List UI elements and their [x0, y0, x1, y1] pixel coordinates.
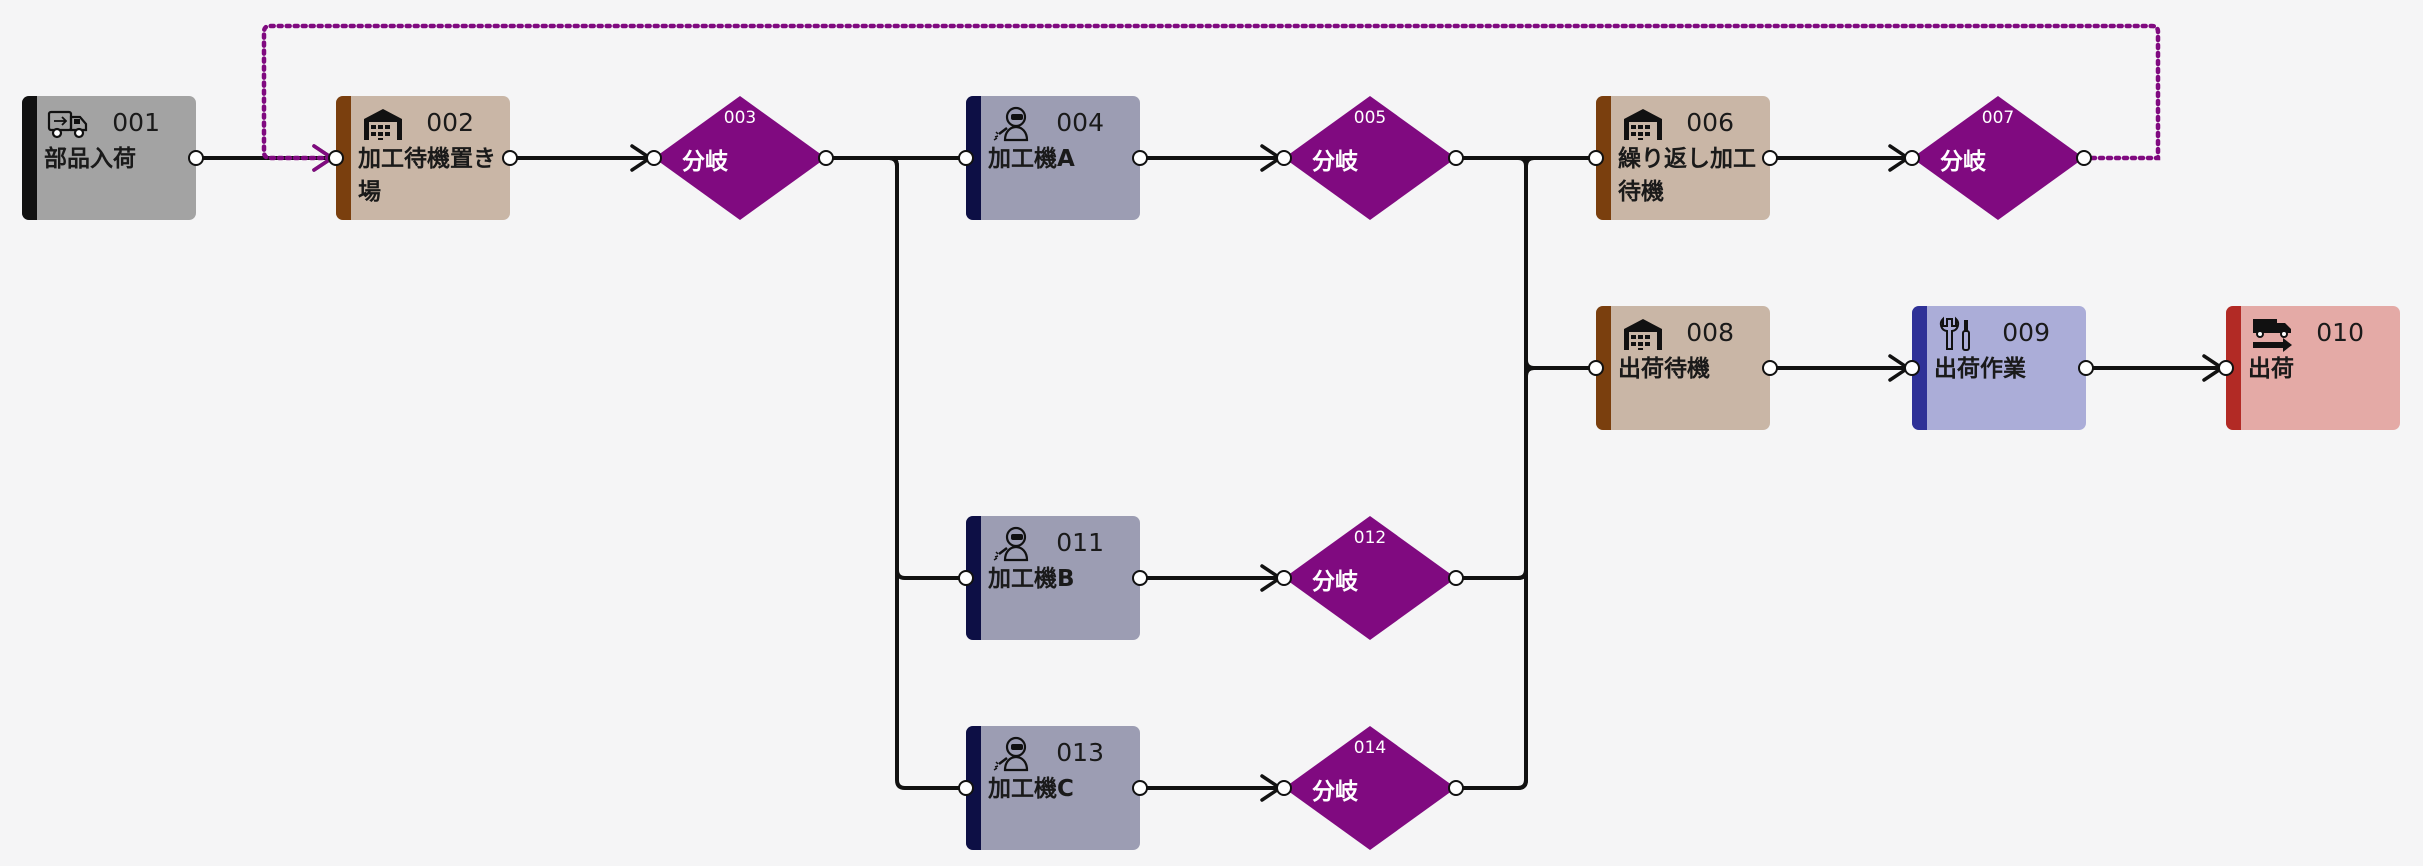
diamond-shape — [1284, 516, 1456, 640]
input-port-010[interactable] — [2218, 360, 2234, 376]
diamond-shape — [1912, 96, 2084, 220]
input-port-002[interactable] — [328, 150, 344, 166]
node-label: 加工待機置き場 — [358, 146, 496, 205]
node-label: 加工機C — [988, 776, 1074, 802]
node-number: 014 — [1353, 738, 1387, 758]
node-number: 004 — [1056, 108, 1104, 137]
node-number: 006 — [1686, 108, 1734, 137]
node-number: 002 — [426, 108, 474, 137]
input-port-006[interactable] — [1588, 150, 1604, 166]
input-port-009[interactable] — [1904, 360, 1920, 376]
input-port-008[interactable] — [1588, 360, 1604, 376]
output-port-005[interactable] — [1448, 150, 1464, 166]
output-port-002[interactable] — [502, 150, 518, 166]
input-port-005[interactable] — [1276, 150, 1292, 166]
output-port-012[interactable] — [1448, 570, 1464, 586]
node-number: 013 — [1056, 738, 1104, 767]
welder-icon — [991, 526, 1035, 562]
diamond-shape — [654, 96, 826, 220]
branch-node-007[interactable]: 007 分岐 — [1912, 96, 2084, 220]
process-node-001[interactable]: 001 部品入荷 — [22, 96, 196, 220]
branch-node-003[interactable]: 003 分岐 — [654, 96, 826, 220]
process-node-004[interactable]: 004 加工機A — [966, 96, 1140, 220]
node-label: 出荷 — [2248, 356, 2294, 382]
node-label: 出荷待機 — [1618, 356, 1710, 382]
node-label: 分岐 — [1312, 779, 1358, 805]
input-port-004[interactable] — [958, 150, 974, 166]
node-label: 分岐 — [1940, 149, 1986, 175]
input-port-012[interactable] — [1276, 570, 1292, 586]
node-number: 011 — [1056, 528, 1104, 557]
node-label: 分岐 — [1312, 569, 1358, 595]
node-label: 分岐 — [682, 149, 728, 175]
warehouse-icon — [1621, 106, 1665, 142]
node-number: 009 — [2002, 318, 2050, 347]
edge-007-002 — [261, 23, 2161, 161]
welder-icon — [991, 736, 1035, 772]
process-node-006[interactable]: 006 繰り返し加工待機 — [1596, 96, 1770, 220]
output-port-001[interactable] — [188, 150, 204, 166]
branch-node-012[interactable]: 012 分岐 — [1284, 516, 1456, 640]
branch-node-014[interactable]: 014 分岐 — [1284, 726, 1456, 850]
output-port-014[interactable] — [1448, 780, 1464, 796]
node-number: 010 — [2316, 318, 2364, 347]
process-node-008[interactable]: 008 出荷待機 — [1596, 306, 1770, 430]
node-label: 繰り返し加工待機 — [1618, 146, 1756, 205]
delivery-truck-icon — [47, 106, 91, 142]
warehouse-icon — [361, 106, 405, 142]
diamond-shape — [1284, 726, 1456, 850]
process-node-010[interactable]: 010 出荷 — [2226, 306, 2400, 430]
output-port-006[interactable] — [1762, 150, 1778, 166]
input-port-007[interactable] — [1904, 150, 1920, 166]
node-label: 分岐 — [1312, 149, 1358, 175]
input-port-003[interactable] — [646, 150, 662, 166]
process-node-013[interactable]: 013 加工機C — [966, 726, 1140, 850]
node-number: 003 — [723, 108, 757, 128]
process-node-009[interactable]: 009 出荷作業 — [1912, 306, 2086, 430]
input-port-011[interactable] — [958, 570, 974, 586]
node-label: 部品入荷 — [44, 146, 136, 172]
output-port-011[interactable] — [1132, 570, 1148, 586]
output-port-008[interactable] — [1762, 360, 1778, 376]
warehouse-icon — [1621, 316, 1665, 352]
output-port-004[interactable] — [1132, 150, 1148, 166]
diamond-shape — [1284, 96, 1456, 220]
shipping-icon — [2251, 316, 2295, 352]
edge-003-013 — [824, 156, 968, 790]
input-port-014[interactable] — [1276, 780, 1292, 796]
node-label: 出荷作業 — [1934, 356, 2026, 382]
node-label: 加工機A — [988, 146, 1075, 172]
output-port-003[interactable] — [818, 150, 834, 166]
process-node-002[interactable]: 002 加工待機置き場 — [336, 96, 510, 220]
tools-icon — [1937, 316, 1981, 352]
node-number: 005 — [1353, 108, 1387, 128]
node-number: 007 — [1981, 108, 2015, 128]
output-port-007[interactable] — [2076, 150, 2092, 166]
node-number: 012 — [1353, 528, 1387, 548]
output-port-013[interactable] — [1132, 780, 1148, 796]
output-port-009[interactable] — [2078, 360, 2094, 376]
node-category-stripe — [22, 96, 37, 220]
input-port-013[interactable] — [958, 780, 974, 796]
node-label: 加工機B — [988, 566, 1075, 592]
branch-node-005[interactable]: 005 分岐 — [1284, 96, 1456, 220]
edge-014-008 — [1454, 366, 1598, 790]
node-number: 008 — [1686, 318, 1734, 347]
welder-icon — [991, 106, 1035, 142]
process-node-011[interactable]: 011 加工機B — [966, 516, 1140, 640]
node-number: 001 — [112, 108, 160, 137]
